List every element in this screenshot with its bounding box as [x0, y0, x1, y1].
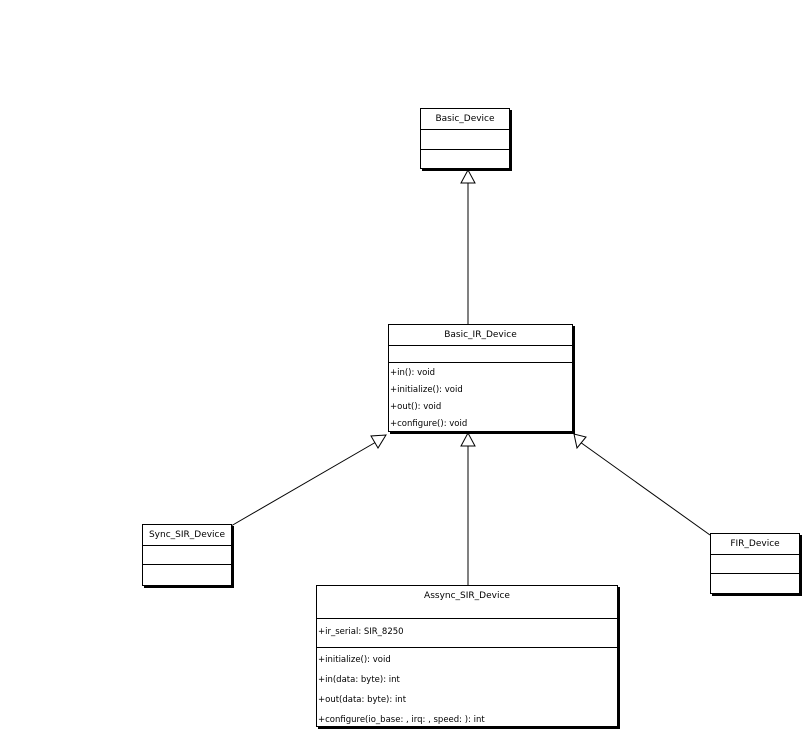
class-name: Assync_SIR_Device — [317, 586, 617, 619]
generalization-arrowhead-assync — [460, 431, 476, 447]
attributes-compartment — [421, 130, 509, 150]
operation: +initialize(): void — [318, 655, 391, 665]
class-sync-sir-device[interactable]: Sync_SIR_Device — [142, 524, 232, 586]
attributes-compartment: +ir_serial: SIR_8250 — [317, 619, 617, 648]
operation: +configure(io_base: , irq: , speed: ): i… — [318, 715, 485, 725]
class-basic-ir-device[interactable]: Basic_IR_Device +in(): void +initialize(… — [388, 324, 573, 432]
class-fir-device[interactable]: FIR_Device — [710, 533, 800, 594]
operation: +out(data: byte): int — [318, 695, 407, 705]
operation: +initialize(): void — [390, 385, 463, 395]
generalization-arrowhead-fir — [573, 433, 587, 450]
operations-compartment — [421, 150, 509, 168]
operations-compartment — [711, 574, 799, 593]
operations-compartment: +in(): void +initialize(): void +out(): … — [389, 363, 572, 433]
class-name: Sync_SIR_Device — [143, 525, 231, 546]
operation: +in(): void — [390, 368, 436, 378]
operation: +out(): void — [390, 402, 442, 412]
class-name: Basic_Device — [421, 109, 509, 130]
operations-compartment — [143, 565, 231, 584]
class-name: FIR_Device — [711, 534, 799, 555]
generalization-line-sync-to-ir — [230, 441, 377, 527]
attributes-compartment — [711, 555, 799, 574]
class-basic-device[interactable]: Basic_Device — [420, 108, 510, 169]
attributes-compartment — [389, 346, 572, 363]
class-assync-sir-device[interactable]: Assync_SIR_Device +ir_serial: SIR_8250 +… — [316, 585, 618, 727]
operation: +configure(): void — [390, 419, 468, 429]
generalization-arrowhead-basic-device — [460, 168, 476, 184]
class-name: Basic_IR_Device — [389, 325, 572, 346]
operations-compartment: +initialize(): void +in(data: byte): int… — [317, 648, 617, 730]
attributes-compartment — [143, 546, 231, 565]
generalization-line-fir-to-ir — [579, 441, 711, 536]
operation: +in(data: byte): int — [318, 675, 400, 685]
generalization-arrowhead-sync — [370, 434, 387, 449]
attribute: +ir_serial: SIR_8250 — [318, 627, 404, 637]
